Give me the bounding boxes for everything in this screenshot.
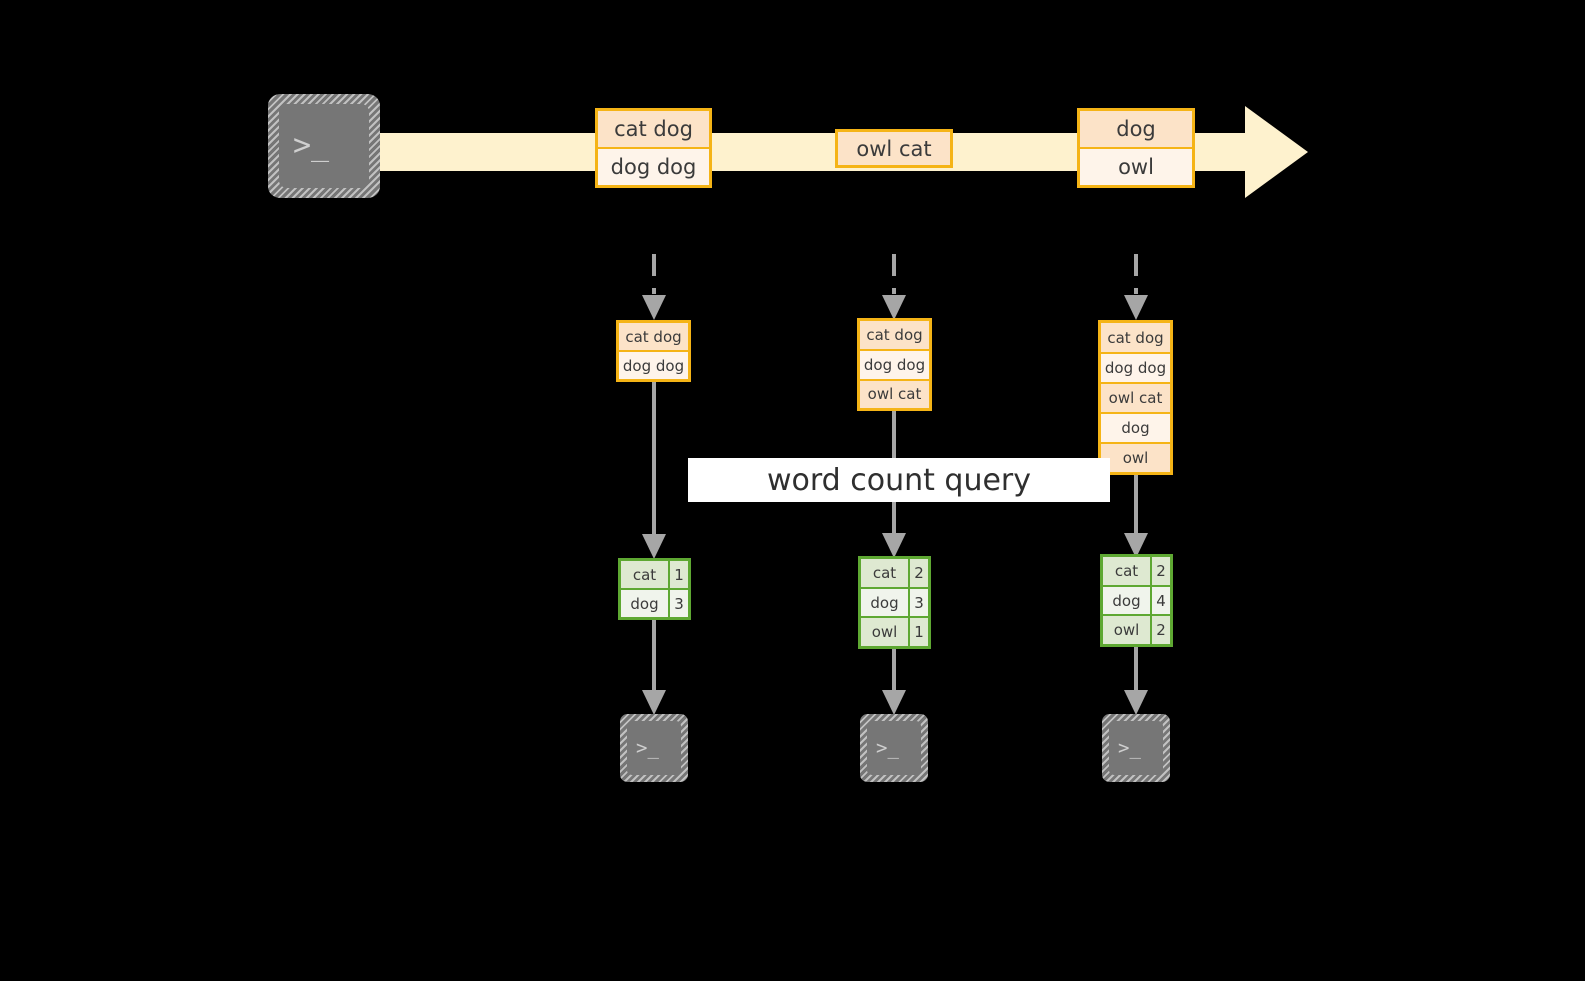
count-word-cell: dog <box>861 588 908 617</box>
count-value-cell: 2 <box>1150 616 1170 644</box>
count-value-cell: 1 <box>668 561 688 588</box>
count-value-cell: 3 <box>908 588 928 617</box>
snapshot-2-count-table: cat 2 dog 3 owl 1 <box>858 556 931 649</box>
count-word-cell: cat <box>861 559 908 587</box>
snapshot-2-input-table: cat dog dog dog owl cat <box>857 318 932 411</box>
snapshot-3-count-table: cat 2 dog 4 owl 2 <box>1100 554 1173 647</box>
source-terminal-icon: >_ <box>268 94 380 198</box>
snapshot-3-query-connector <box>1124 475 1148 558</box>
count-row: owl 2 <box>1103 614 1170 644</box>
snapshot-3-ingest-connector <box>1124 254 1148 320</box>
snapshot-2-sink-connector <box>882 649 906 715</box>
snapshot-input-row: dog dog <box>1101 352 1170 382</box>
count-value-cell: 4 <box>1150 586 1170 615</box>
stream-record-row: cat dog <box>598 111 709 147</box>
snapshot-input-row: dog dog <box>619 350 688 379</box>
snapshot-input-row: owl cat <box>860 378 929 408</box>
count-word-cell: cat <box>1103 557 1150 585</box>
count-row: dog 3 <box>861 586 928 617</box>
snapshot-input-row: dog dog <box>860 349 929 379</box>
snapshot-input-row: cat dog <box>1101 323 1170 352</box>
stream-record-2: owl cat <box>835 129 953 168</box>
snapshot-1-query-connector <box>642 382 666 559</box>
word-count-query-banner: word count query <box>688 458 1110 502</box>
snapshot-3-sink-connector <box>1124 647 1148 715</box>
count-word-cell: cat <box>621 561 668 588</box>
terminal-prompt-glyph: >_ <box>293 128 330 163</box>
count-row: owl 1 <box>861 616 928 646</box>
count-value-cell: 2 <box>908 559 928 587</box>
snapshot-input-row: owl <box>1101 442 1170 472</box>
stream-record-row: owl cat <box>838 132 950 165</box>
snapshot-1-input-table: cat dog dog dog <box>616 320 691 382</box>
count-row: cat 2 <box>861 559 928 587</box>
stream-record-1: cat dog dog dog <box>595 108 712 188</box>
terminal-prompt-glyph: >_ <box>876 736 899 759</box>
count-word-cell: dog <box>621 590 668 617</box>
count-value-cell: 3 <box>668 590 688 617</box>
stream-record-row: owl <box>1080 147 1192 185</box>
count-word-cell: dog <box>1103 586 1150 615</box>
snapshot-input-row: cat dog <box>619 323 688 350</box>
snapshot-1-sink-connector <box>642 620 666 715</box>
stream-record-row: dog <box>1080 111 1192 147</box>
terminal-prompt-glyph: >_ <box>636 736 659 759</box>
count-word-cell: owl <box>861 618 908 646</box>
snapshot-input-row: dog <box>1101 412 1170 442</box>
snapshot-2-sink-terminal-icon: >_ <box>860 714 928 782</box>
terminal-prompt-glyph: >_ <box>1118 736 1141 759</box>
count-row: dog 3 <box>621 588 688 617</box>
snapshot-2-ingest-connector <box>882 254 906 320</box>
count-value-cell: 2 <box>1150 557 1170 585</box>
count-row: cat 2 <box>1103 557 1170 585</box>
snapshot-3-input-table: cat dog dog dog owl cat dog owl <box>1098 320 1173 475</box>
snapshot-1-ingest-connector <box>642 254 666 320</box>
count-row: cat 1 <box>621 561 688 588</box>
snapshot-3-sink-terminal-icon: >_ <box>1102 714 1170 782</box>
stream-record-3: dog owl <box>1077 108 1195 188</box>
count-value-cell: 1 <box>908 618 928 646</box>
snapshot-input-row: owl cat <box>1101 382 1170 412</box>
stream-record-row: dog dog <box>598 147 709 185</box>
snapshot-1-sink-terminal-icon: >_ <box>620 714 688 782</box>
count-word-cell: owl <box>1103 616 1150 644</box>
snapshot-1-count-table: cat 1 dog 3 <box>618 558 691 620</box>
snapshot-input-row: cat dog <box>860 321 929 350</box>
count-row: dog 4 <box>1103 584 1170 615</box>
